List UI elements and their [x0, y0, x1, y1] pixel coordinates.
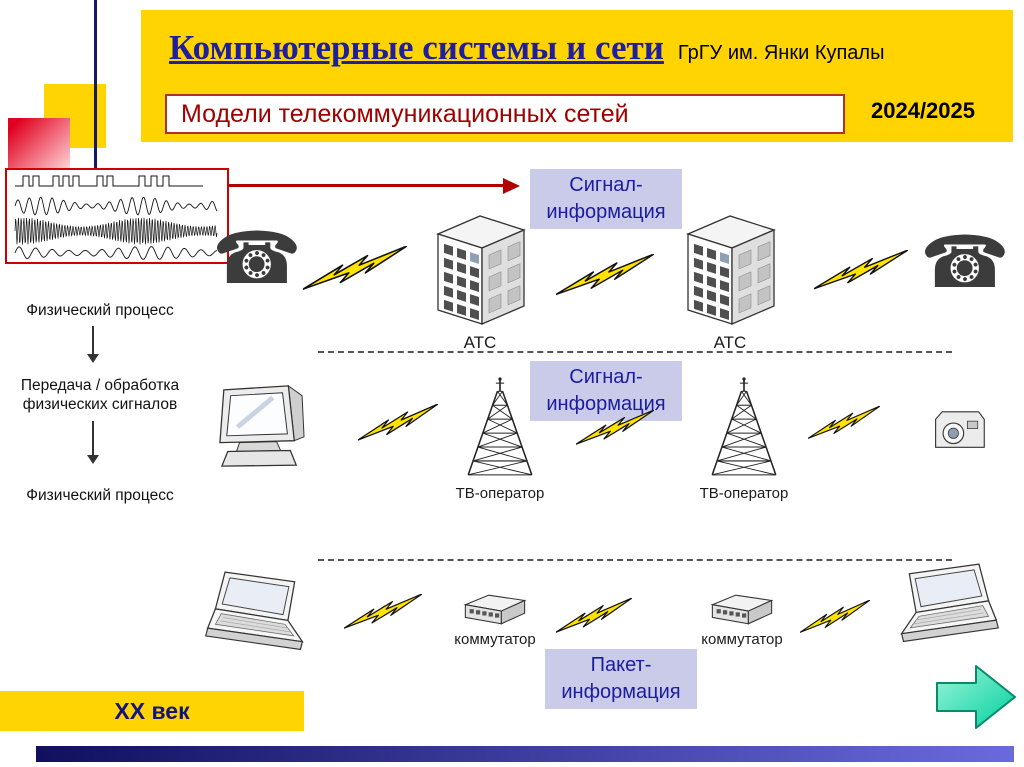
lightning-icon — [814, 250, 908, 293]
process-step-physical-1: Физический процесс — [26, 302, 174, 319]
crt-monitor-icon — [219, 384, 305, 467]
atc-switch-icon — [678, 206, 782, 330]
tv-tower-icon — [703, 376, 785, 482]
tv-operator-label: ТВ-оператор — [699, 485, 789, 502]
telephone-icon: ☎ — [920, 220, 1010, 304]
lightning-icon — [358, 404, 438, 444]
tv-operator-node-2: ТВ-оператор — [696, 376, 792, 502]
process-step-transfer: Передача / обработка физических сигналов — [20, 377, 180, 414]
institution-label: ГрГУ им. Янки Купалы — [677, 42, 885, 64]
signal-to-information-arrow-icon — [229, 177, 520, 194]
lightning-icon — [556, 598, 632, 636]
network-switch-icon — [708, 592, 776, 628]
down-arrow-icon — [87, 326, 99, 363]
laptop-icon — [890, 562, 1006, 659]
lightning-icon — [808, 406, 880, 442]
telephone-icon: ☎ — [212, 216, 302, 300]
era-bar: XX век — [0, 691, 304, 731]
atc-node-2: АТС — [678, 206, 782, 353]
switch-node-2: коммутатор — [687, 592, 797, 648]
bottom-gradient-bar — [36, 746, 1014, 762]
atc-switch-icon — [428, 206, 532, 330]
tv-operator-label: ТВ-оператор — [455, 485, 545, 502]
course-title: Компьютерные системы и сети — [169, 28, 664, 67]
atc-label: АТС — [463, 333, 497, 352]
decoration-vertical-line — [94, 0, 97, 176]
signal-information-badge-1: Сигнал- информация — [530, 169, 682, 229]
title-row: Компьютерные системы и сети ГрГУ им. Янки… — [169, 28, 1005, 68]
academic-year-label: 2024/2025 — [871, 98, 975, 123]
network-switch-icon — [461, 592, 529, 628]
signal-waveforms-panel — [5, 168, 229, 264]
down-arrow-icon — [87, 421, 99, 464]
lightning-icon — [800, 600, 870, 636]
lightning-icon — [576, 410, 654, 448]
camera-icon — [935, 411, 985, 448]
process-step-physical-2: Физический процесс — [26, 487, 174, 504]
signal-information-badge-2: Сигнал- информация — [530, 361, 682, 421]
header-band: Компьютерные системы и сети ГрГУ им. Янки… — [141, 10, 1013, 142]
laptop-icon — [198, 570, 314, 667]
lightning-icon — [303, 246, 407, 294]
subtitle-box: Модели телекоммуникационных сетей — [165, 94, 845, 134]
slide-subtitle: Модели телекоммуникационных сетей — [181, 99, 629, 128]
switch-label: коммутатор — [454, 631, 536, 648]
waveform-icon — [14, 175, 218, 260]
packet-information-badge: Пакет- информация — [545, 649, 697, 709]
era-label: XX век — [114, 697, 190, 724]
tv-operator-node-1: ТВ-оператор — [452, 376, 548, 502]
tv-tower-icon — [459, 376, 541, 482]
atc-node-1: АТС — [428, 206, 532, 353]
switch-node-1: коммутатор — [440, 592, 550, 648]
switch-label: коммутатор — [701, 631, 783, 648]
row-separator — [318, 351, 952, 353]
next-arrow-icon — [936, 665, 1016, 729]
lightning-icon — [556, 254, 654, 299]
next-slide-button[interactable] — [936, 664, 1016, 730]
atc-label: АТС — [713, 333, 747, 352]
row-separator — [318, 559, 952, 561]
lightning-icon — [344, 594, 422, 632]
